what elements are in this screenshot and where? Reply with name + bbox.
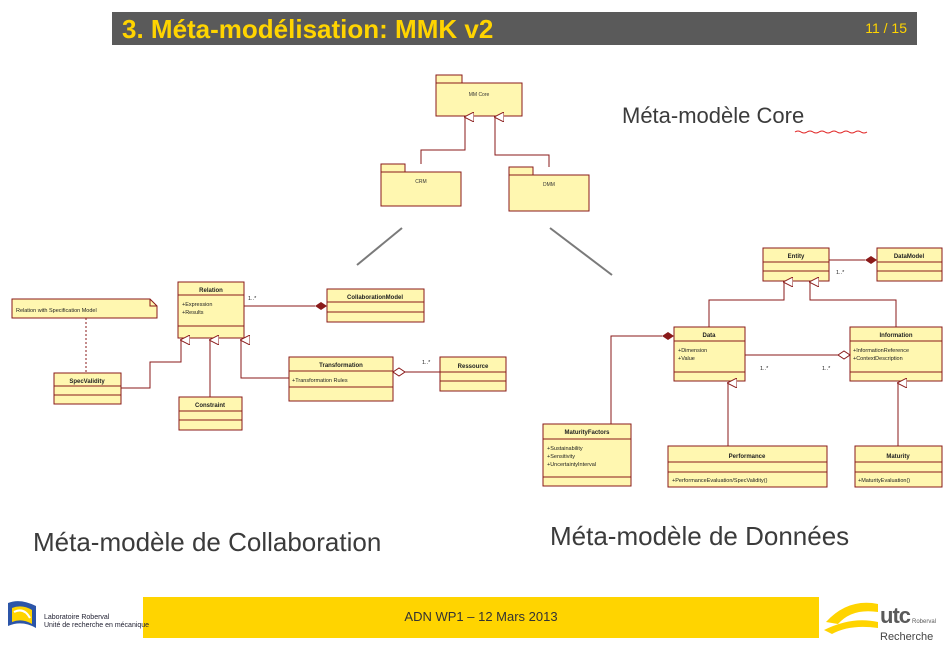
note-text: Relation with Specification Model (16, 308, 97, 314)
svg-text:+UncertaintyInterval: +UncertaintyInterval (547, 462, 596, 468)
package-mm-core-label: MM Core (469, 92, 490, 98)
class-relation: Relation +Expression +Results (177, 281, 245, 339)
label-core: Méta-modèle Core (622, 103, 805, 128)
utc-logo-mark (824, 602, 878, 634)
composition-diamond-datamodel (865, 256, 877, 264)
class-collaboration-model: CollaborationModel (326, 288, 425, 323)
title-bar: 3. Méta-modélisation: MMK v2 11 / 15 (112, 12, 917, 45)
svg-text:Information: Information (880, 333, 913, 339)
slide-title: 3. Méta-modélisation: MMK v2 (122, 14, 494, 44)
svg-text:Constraint: Constraint (195, 403, 225, 409)
svg-text:Data: Data (702, 333, 716, 339)
package-crm-label: CRM (415, 179, 426, 185)
svg-text:+Results: +Results (182, 310, 204, 316)
class-data: Data +Dimension +Value (673, 326, 746, 382)
gen-data-entity (708, 282, 784, 327)
svg-text:Ressource: Ressource (458, 364, 489, 370)
svg-text:Performance: Performance (729, 454, 766, 460)
package-dmm-label: DMM (543, 182, 555, 188)
package-crm: CRM (380, 163, 462, 207)
composition-diamond-collab (315, 302, 327, 310)
gen-crm-core (420, 117, 465, 164)
class-maturity: Maturity +MaturityEvaluation() (854, 445, 943, 488)
svg-text:Relation: Relation (199, 288, 223, 294)
divider-left (356, 227, 403, 266)
class-performance: Performance +PerformanceEvaluation/SpecV… (667, 445, 828, 488)
composition-diamond-data (662, 332, 674, 340)
class-transformation: Transformation +Transformation Rules (288, 356, 394, 402)
class-maturity-factors: MaturityFactors +Sustainability +Sensiti… (542, 423, 632, 487)
svg-text:DataModel: DataModel (894, 254, 925, 260)
note-relation-spec: Relation with Specification Model (11, 298, 158, 319)
svg-text:+Value: +Value (678, 356, 695, 362)
mult-relation: 1..* (248, 296, 257, 302)
footer-bar: ADN WP1 – 12 Mars 2013 (143, 597, 819, 638)
label-collaboration: Méta-modèle de Collaboration (33, 527, 382, 557)
roberval-logo-mark (8, 601, 36, 628)
svg-text:+ContextDescription: +ContextDescription (853, 356, 903, 362)
class-data-model: DataModel (876, 247, 943, 282)
class-entity: Entity (762, 247, 830, 282)
class-spec-validity: SpecValidity (53, 372, 122, 405)
svg-text:+Dimension: +Dimension (678, 348, 707, 354)
svg-text:SpecValidity: SpecValidity (69, 379, 105, 385)
spellcheck-underline (794, 130, 868, 134)
class-constraint: Constraint (178, 396, 243, 431)
class-ressource: Ressource (439, 356, 507, 392)
class-information: Information +InformationReference +Conte… (849, 326, 943, 382)
aggregation-diamond-information (837, 350, 851, 360)
svg-text:CollaborationModel: CollaborationModel (347, 295, 403, 301)
utc-subtitle: Recherche (880, 631, 934, 643)
mult-ressource: 1..* (422, 360, 431, 366)
mult-data: 1..* (760, 366, 769, 372)
svg-text:+PerformanceEvaluation/SpecVal: +PerformanceEvaluation/SpecValidity() (672, 478, 768, 484)
lab-name: Laboratoire Roberval (44, 614, 110, 621)
roberval-logo-text: Laboratoire Roberval Unité de recherche … (44, 614, 149, 630)
mult-entity: 1..* (836, 270, 845, 276)
svg-text:+Transformation Rules: +Transformation Rules (292, 378, 348, 384)
svg-text:+InformationReference: +InformationReference (853, 348, 909, 354)
package-mm-core: MM Core (435, 74, 523, 117)
label-donnees: Méta-modèle de Données (550, 521, 850, 551)
svg-text:MaturityFactors: MaturityFactors (564, 430, 610, 436)
gen-dmm-core (495, 117, 550, 167)
svg-text:+MaturityEvaluation(): +MaturityEvaluation() (858, 478, 910, 484)
gen-transformation-relation (241, 340, 289, 379)
svg-text:+Sustainability: +Sustainability (547, 446, 583, 452)
page-number: 11 / 15 (865, 20, 907, 36)
divider-right (549, 227, 613, 276)
lab-subtitle: Unité de recherche en mécanique (44, 622, 150, 629)
gen-information-entity (810, 282, 897, 327)
utc-wordmark: utc (880, 603, 911, 628)
svg-text:Transformation: Transformation (319, 363, 363, 369)
aggregation-diamond-ressource (392, 367, 406, 377)
package-dmm: DMM (508, 166, 590, 212)
utc-small-text: Roberval (912, 619, 937, 625)
svg-text:Maturity: Maturity (886, 454, 910, 460)
footer-text: ADN WP1 – 12 Mars 2013 (404, 609, 558, 624)
svg-text:Entity: Entity (788, 254, 805, 260)
mult-information: 1..* (822, 366, 831, 372)
gen-spec-relation (121, 340, 181, 389)
svg-text:+Sensitivity: +Sensitivity (547, 454, 575, 460)
assoc-maturityfactors-data (610, 335, 662, 424)
svg-text:+Expression: +Expression (182, 302, 212, 308)
